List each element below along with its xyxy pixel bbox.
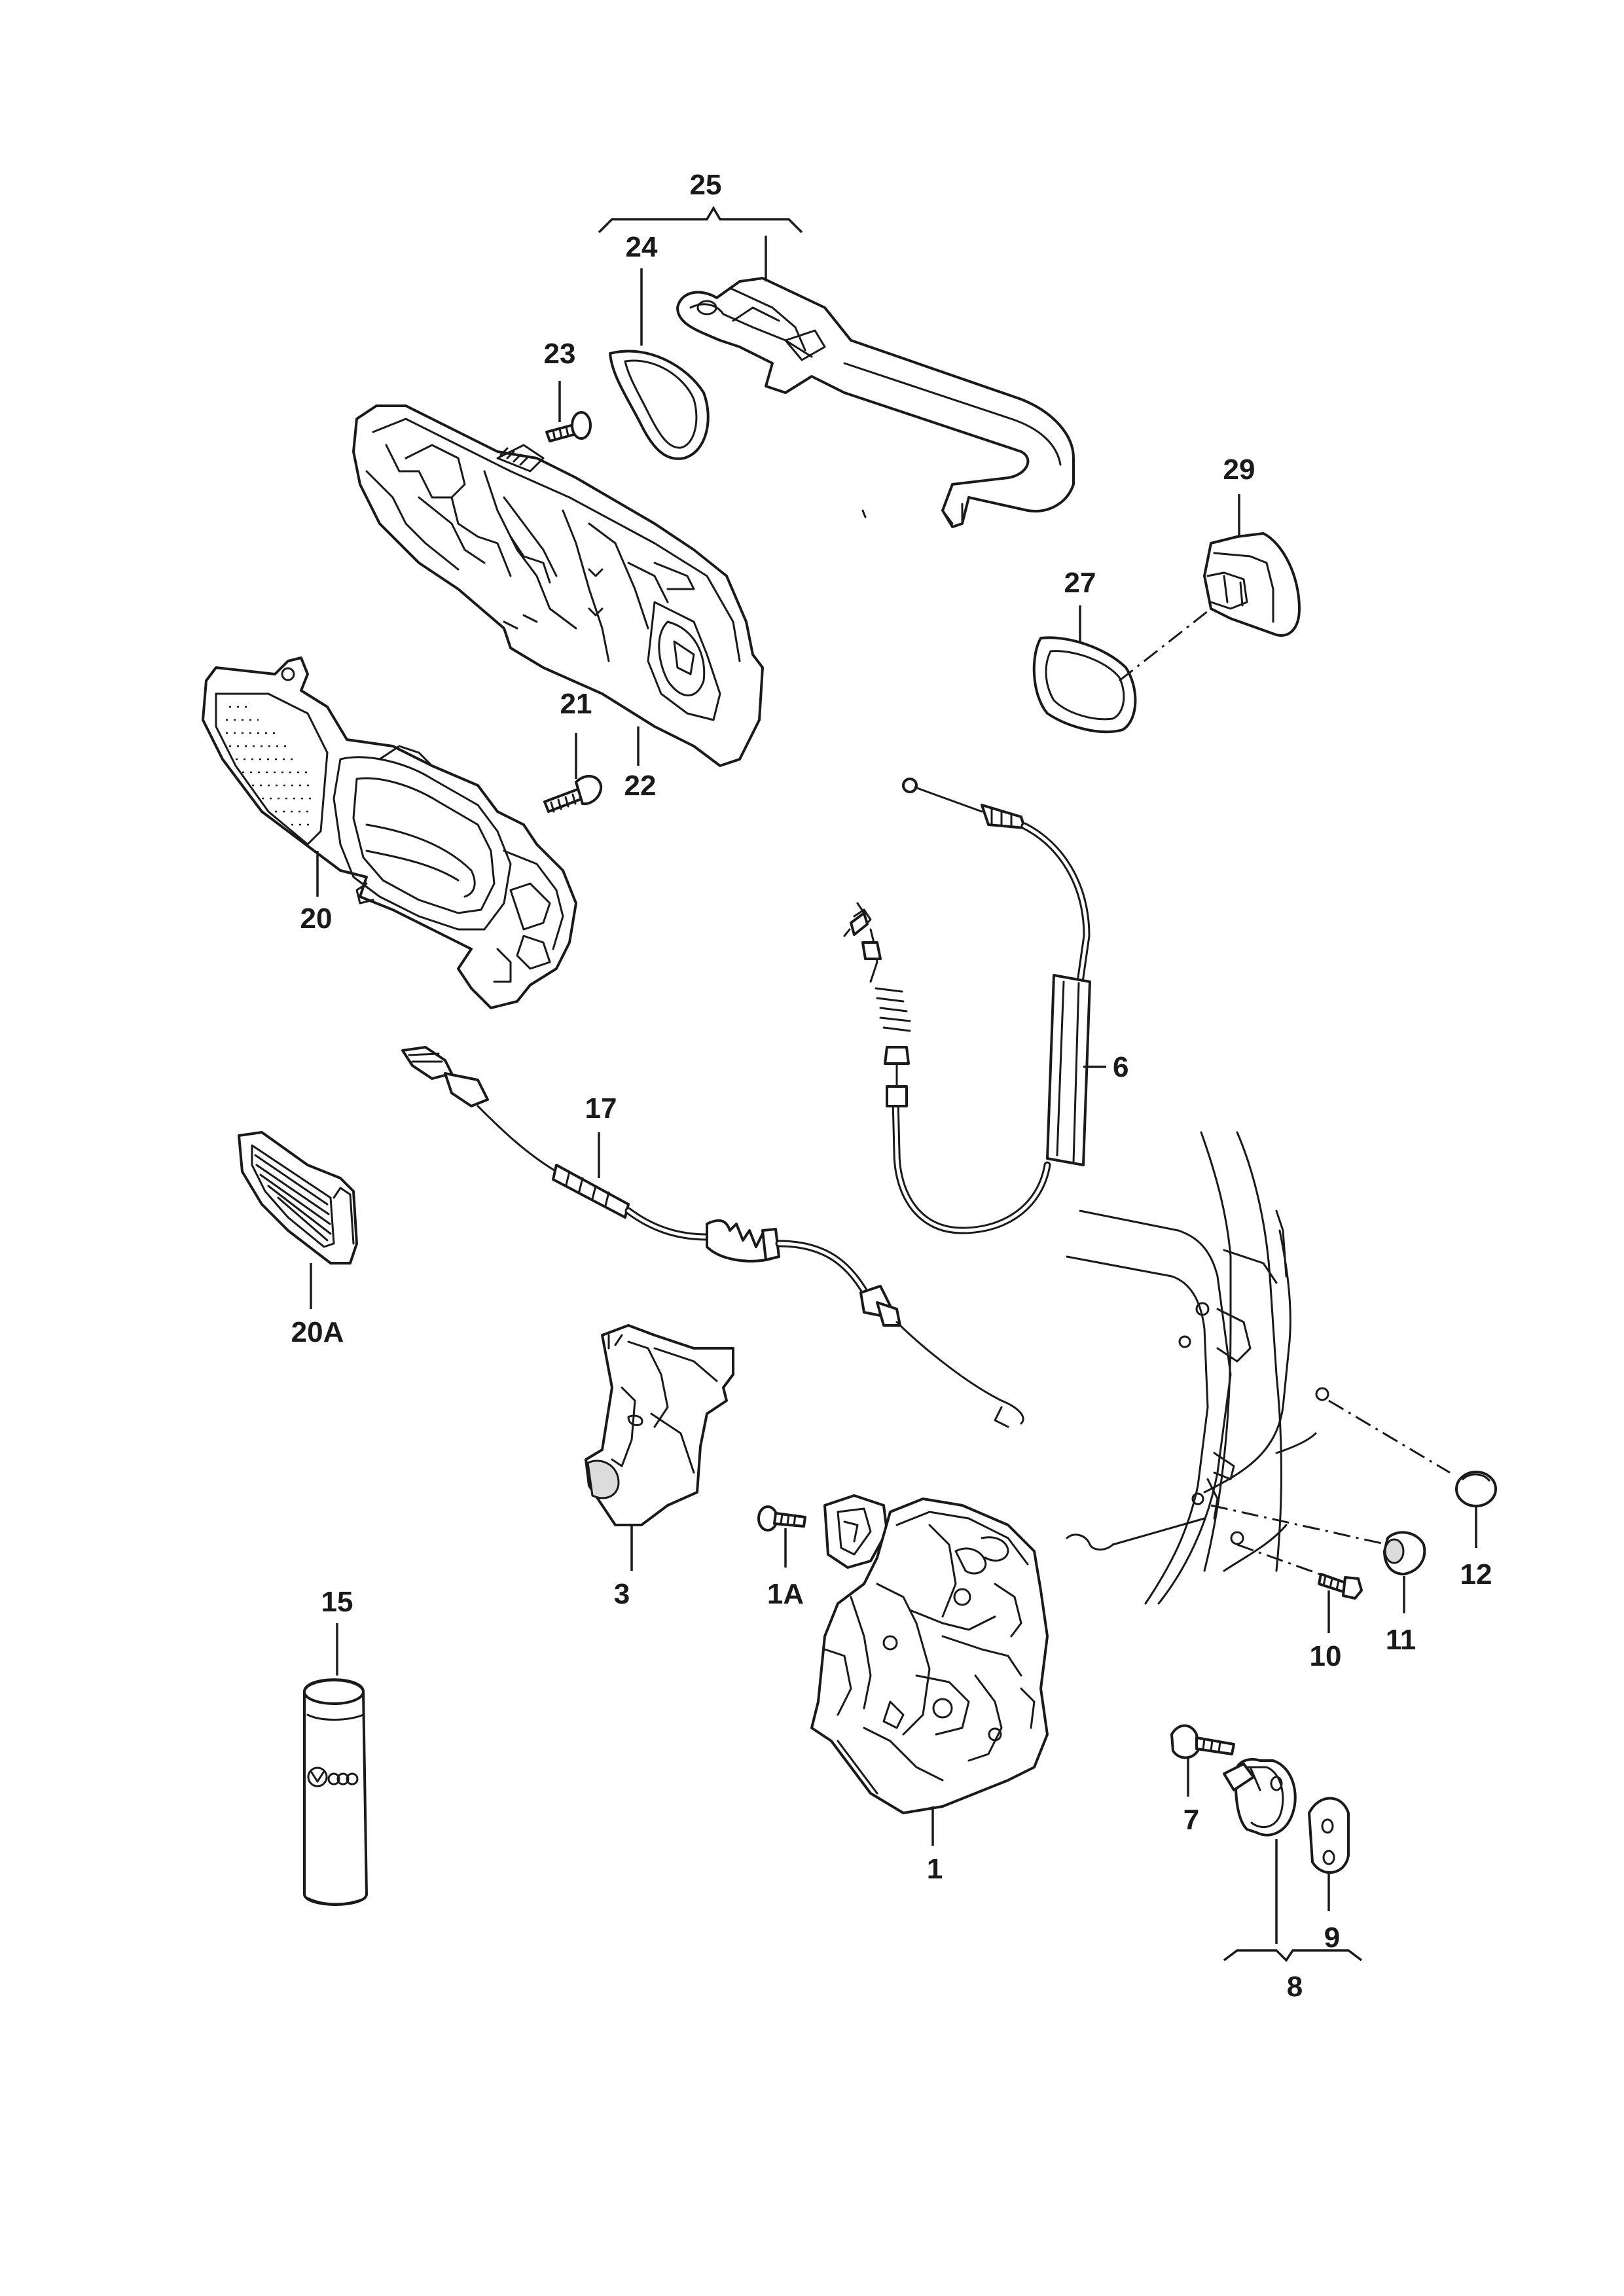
callout-15: 15 [321,1586,353,1618]
callout-22: 22 [624,770,657,802]
callout-12: 12 [1460,1558,1492,1590]
callout-25: 25 [690,169,722,201]
part-17-bowden-cable: 17 [401,1046,1024,1428]
part-27-gasket: 27 [1032,567,1212,734]
part-6-release-cable: 6 [843,778,1128,1234]
callout-3: 3 [614,1578,630,1610]
part-1-door-lock: 1 [810,1494,1049,1885]
part-3-lock-cover: 3 [585,1324,734,1610]
callout-1: 1 [927,1853,943,1885]
group-bracket-8: 8 [1223,1839,1363,2003]
callout-1a: 1A [767,1578,804,1610]
callout-7: 7 [1183,1804,1199,1836]
door-frame-background [1066,1131,1451,1605]
part-24-handle-gasket: 24 [609,231,710,460]
part-25-outer-door-handle [676,236,1075,528]
part-29-cap: 29 [1203,454,1301,637]
part-22-handle-carrier: 22 [352,404,764,802]
part-1a-screw: 1A [757,1505,806,1610]
part-23-screw: 23 [544,338,592,442]
brand-logo-icon [307,1767,359,1787]
callout-17: 17 [585,1092,617,1124]
dot-grille-pattern [226,706,311,826]
part-8-striker [1223,1758,1297,1837]
callout-8: 8 [1287,1971,1303,2003]
callout-29: 29 [1223,454,1255,486]
callout-23: 23 [544,338,576,370]
callout-9: 9 [1324,1922,1340,1954]
part-9-shim: 9 [1308,1797,1350,1954]
small-mark [861,509,867,518]
part-20a-cover: 20A [238,1131,358,1348]
callout-21: 21 [560,688,592,720]
part-12-plug: 12 [1455,1471,1497,1590]
part-21-screw: 21 [543,688,603,813]
group-bracket-25: 25 [598,169,803,234]
callout-10: 10 [1310,1640,1342,1672]
callout-27: 27 [1064,567,1096,599]
part-15-grease-spray: 15 [303,1586,368,1906]
callout-20a: 20A [291,1316,344,1348]
part-11-spacer: 11 [1383,1531,1426,1656]
callout-11: 11 [1386,1624,1416,1656]
callout-24: 24 [626,231,658,263]
part-10-bolt: 10 [1310,1573,1363,1672]
callout-6: 6 [1113,1051,1128,1083]
part-20-inner-door-handle: 20 [202,656,577,1009]
part-7-bolt: 7 [1170,1724,1235,1836]
callout-20: 20 [300,903,333,935]
